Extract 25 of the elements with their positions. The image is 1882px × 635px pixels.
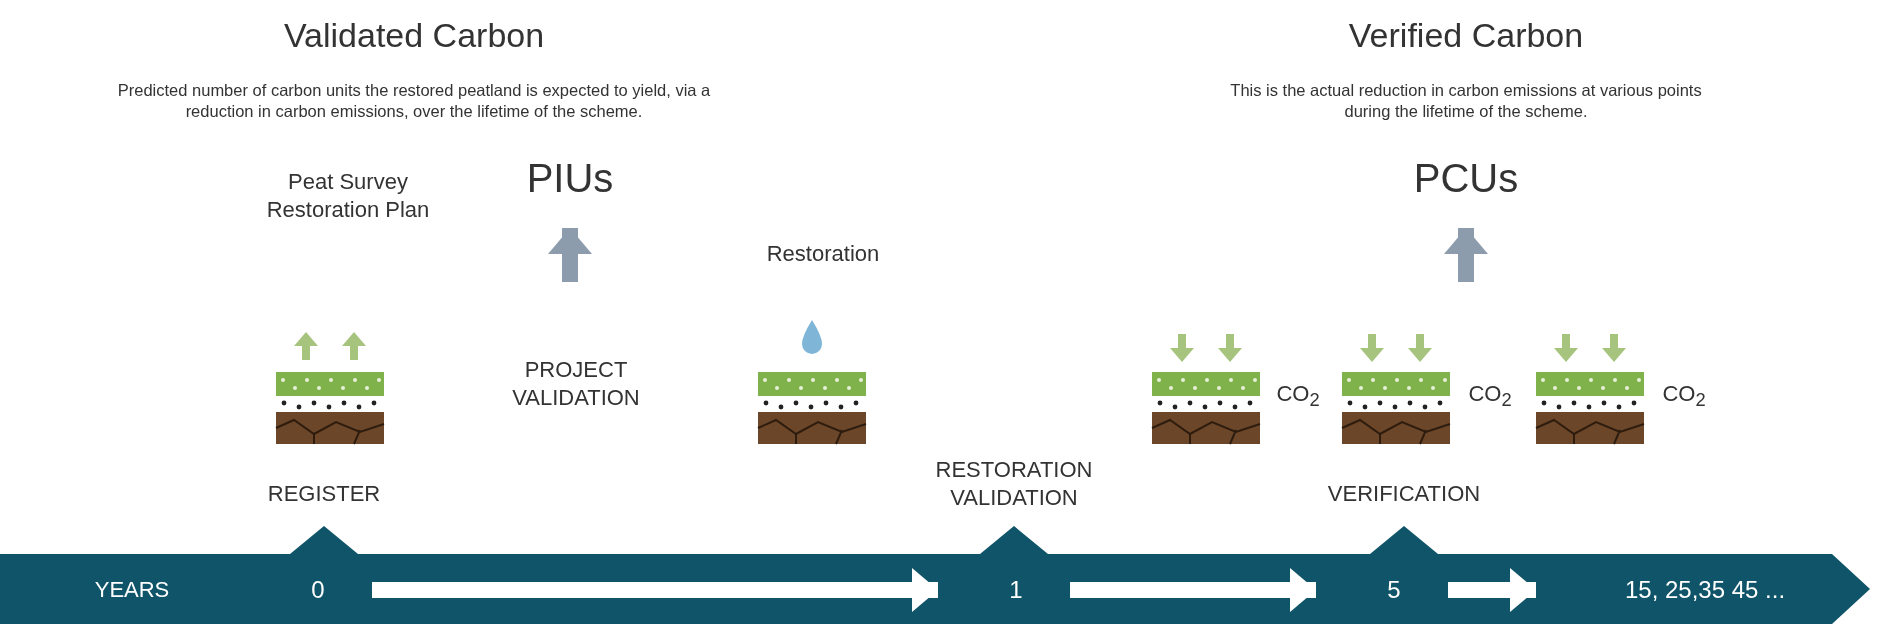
arrow — [1448, 568, 1536, 612]
formula-label: CO$_{2}$ — [1661, 380, 1707, 413]
year-label: 5 — [1380, 574, 1408, 606]
arrow — [1070, 568, 1316, 612]
arrow — [372, 568, 938, 612]
description: Predicted number of carbon units the restored peatland is expected to yield, via a reduction in carbon emissions, over the lifetime of the scheme. — [116, 80, 712, 122]
arrow — [548, 228, 592, 282]
heading: Validated Carbon — [282, 15, 546, 56]
formula-label: CO$_{2}$ — [1467, 380, 1513, 413]
milestone-label: RESTORATION VALIDATION — [934, 456, 1094, 511]
milestone-label: REGISTER — [266, 480, 382, 508]
step-label: Restoration — [765, 240, 881, 268]
unit-label: PCUs — [1416, 152, 1516, 204]
arrow — [1444, 228, 1488, 282]
description: This is the actual reduction in carbon emissions at various points during the lifetime of the scheme. — [1229, 80, 1703, 122]
year-label: 15, 25,35 45 ... — [1600, 574, 1810, 606]
formula-label: CO$_{2}$ — [1275, 380, 1321, 413]
axis-label: YEARS — [93, 576, 171, 604]
step-label: PROJECT VALIDATION — [511, 356, 641, 411]
year-label: 0 — [304, 574, 332, 606]
heading: Verified Carbon — [1347, 15, 1585, 56]
milestone-label: VERIFICATION — [1326, 480, 1482, 508]
unit-label: PIUs — [520, 152, 620, 204]
step-label: Peat Survey Restoration Plan — [265, 168, 431, 223]
year-label: 1 — [1002, 574, 1030, 606]
